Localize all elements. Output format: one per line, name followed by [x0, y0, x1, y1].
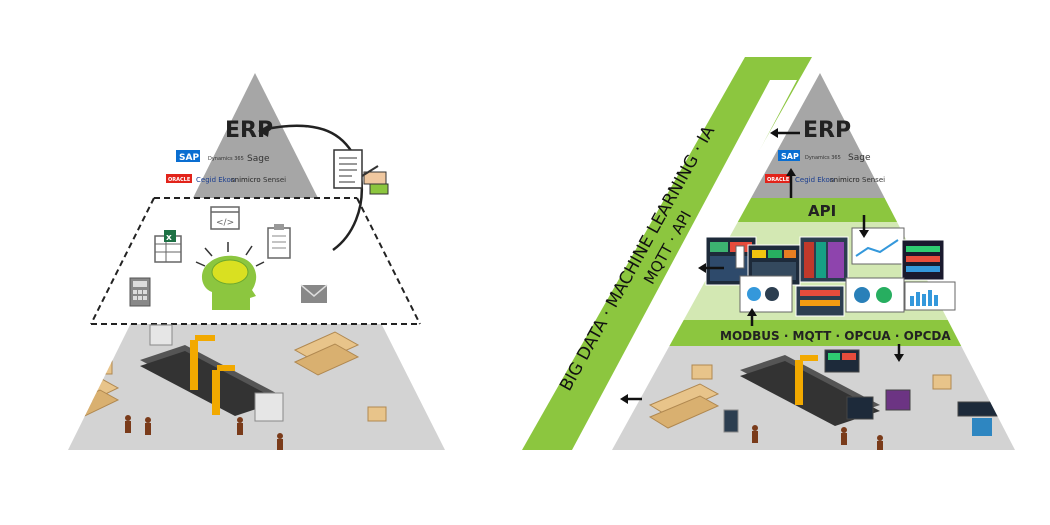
doc-to-erp-arrow [261, 124, 363, 252]
right-logo-oracle: ORACLE [767, 177, 790, 183]
left-logo-sage: Sage [247, 154, 270, 164]
arrow-protocols-to-factory [894, 354, 904, 362]
dashboard-screen-4 [851, 227, 905, 265]
left-logo-sap: SAP [179, 153, 199, 163]
robot-arm-2 [212, 370, 220, 415]
right-logo-sensei: Sensei [862, 176, 885, 184]
left-logo-sensei: Sensei [263, 176, 286, 184]
left-middle-tier [68, 198, 445, 324]
control-station-screens [957, 401, 1001, 417]
robot-arm-1 [190, 340, 198, 390]
left-logos-row1: SAP Dynamics 365 Sage [176, 150, 270, 164]
right-erp-label: ERP [803, 118, 851, 143]
right-oracle-logo-icon [765, 174, 791, 183]
document-icon [333, 149, 389, 195]
worker-3 [237, 423, 243, 435]
phone-screen [735, 245, 745, 269]
left-pyramid: ERP SAP Dynamics 365 Sage ORACLE Cegid E… [68, 73, 445, 450]
mail-icon [300, 284, 328, 303]
arrow-api-to-dashboards [859, 230, 869, 238]
left-logo-oracle: ORACLE [168, 177, 191, 183]
clipboard-icon [267, 224, 291, 259]
svg-text:</>: </> [216, 218, 234, 228]
left-logo-snimicro: snimicro [231, 176, 261, 184]
left-logo-dynamics: Dynamics 365 [208, 156, 244, 162]
arrow-dashboards-to-band [698, 263, 706, 273]
right-worker-3 [877, 441, 883, 450]
left-dashed-side-l [90, 197, 155, 325]
worker-2 [145, 423, 151, 435]
right-logo-sage: Sage [848, 153, 871, 163]
factory-monitor-2 [846, 396, 874, 420]
excel-icon: x [154, 230, 182, 263]
worker-4 [277, 439, 283, 450]
sap-logo-icon [176, 150, 200, 162]
right-logos-row1: SAP Dynamics 365 Sage [778, 150, 871, 163]
svg-text:x: x [166, 233, 172, 243]
right-robot-arm [795, 360, 803, 405]
worker-1 [125, 421, 131, 433]
arrow-factory-to-band [620, 394, 628, 404]
conveyor-belt-side [140, 351, 280, 416]
arrow-protocols-to-dashboards [747, 308, 757, 316]
left-dashed-side-r [356, 197, 421, 325]
code-window-icon: </> [210, 206, 240, 230]
right-worker-1 [752, 431, 758, 443]
oracle-logo-icon [166, 174, 192, 183]
dashboards-collage [705, 227, 956, 317]
doc-to-erp-arrowhead [258, 124, 270, 137]
left-logos-row2: ORACLE Cegid Ekon snimicro Sensei [166, 174, 286, 184]
operator-desk [972, 418, 992, 436]
right-sap-logo-icon [778, 150, 800, 161]
right-logo-sap: SAP [781, 152, 799, 161]
right-api-label: API [808, 202, 836, 220]
arrow-to-band-erp [770, 128, 778, 138]
tablet-device [723, 409, 739, 433]
right-worker-2 [841, 433, 847, 445]
left-logo-cegid: Cegid Ekon [196, 176, 235, 184]
right-logo-dynamics: Dynamics 365 [805, 155, 841, 161]
machine-cabinet [254, 392, 284, 422]
right-logos-row2: ORACLE Cegid Ekon snimicro Sensei [765, 174, 885, 184]
right-protocols-label: MODBUS · MQTT · OPCUA · OPCDA [720, 329, 951, 343]
right-logo-snimicro: snimicro [830, 176, 860, 184]
band-gap [572, 80, 797, 450]
brain-head-icon [195, 242, 265, 310]
right-arrows [620, 128, 904, 404]
factory-monitor-3 [885, 389, 911, 411]
arrow-api-to-erp [786, 168, 796, 176]
right-logo-cegid: Cegid Ekon [795, 176, 834, 184]
calculator-icon [129, 277, 151, 307]
right-factory-scene [648, 349, 1001, 450]
